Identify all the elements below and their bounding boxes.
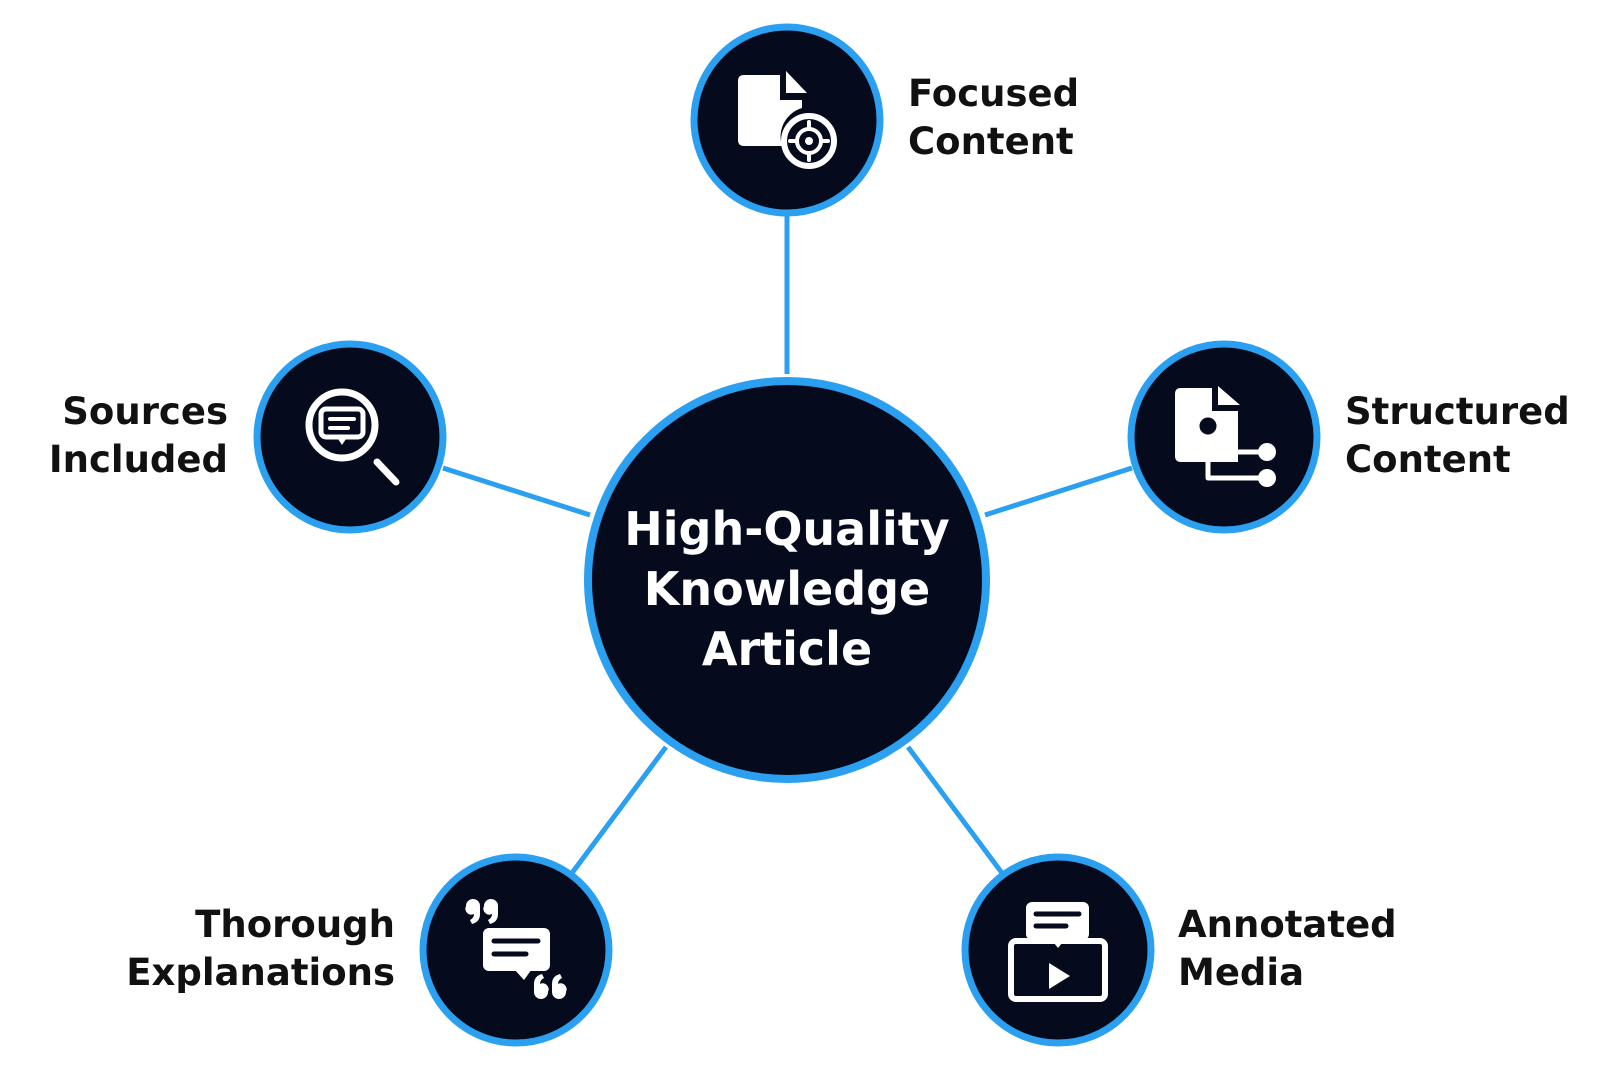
- label-sources-line-1: Sources: [62, 390, 228, 433]
- label-sources-line-2: Included: [49, 438, 228, 481]
- node-annotated-media: [961, 853, 1155, 1047]
- document-target-icon: [738, 71, 837, 169]
- label-annotated-line-1: Annotated: [1178, 903, 1397, 946]
- label-structured-line-1: Structured: [1345, 390, 1570, 433]
- node-focused-content: [690, 23, 884, 217]
- label-focused-line-2: Content: [908, 120, 1074, 163]
- connector-annotated: [905, 745, 1005, 875]
- label-structured-line-2: Content: [1345, 438, 1511, 481]
- label-annotated-line-2: Media: [1178, 951, 1304, 994]
- quote-chat-icon: [465, 899, 567, 999]
- connector-thorough: [569, 745, 669, 875]
- node-thorough-explanations: [419, 853, 613, 1047]
- connector-structured: [984, 465, 1133, 518]
- video-comment-icon: [1008, 902, 1108, 1002]
- node-structured-content: [1127, 340, 1321, 534]
- connector-sources: [442, 465, 591, 518]
- label-thorough-line-2: Explanations: [126, 951, 395, 994]
- center-title-line-2: Knowledge: [644, 562, 931, 616]
- center-title-line-1: High-Quality: [624, 502, 949, 556]
- connectors: [442, 212, 1133, 875]
- center-title-line-3: Article: [702, 622, 872, 676]
- node-sources-included: [253, 340, 447, 534]
- magnifier-chat-icon: [305, 388, 400, 486]
- center-node: High-Quality Knowledge Article: [584, 377, 990, 783]
- label-thorough-line-1: Thorough: [195, 903, 395, 946]
- label-focused-line-1: Focused: [908, 72, 1079, 115]
- document-branches-icon: [1175, 386, 1276, 487]
